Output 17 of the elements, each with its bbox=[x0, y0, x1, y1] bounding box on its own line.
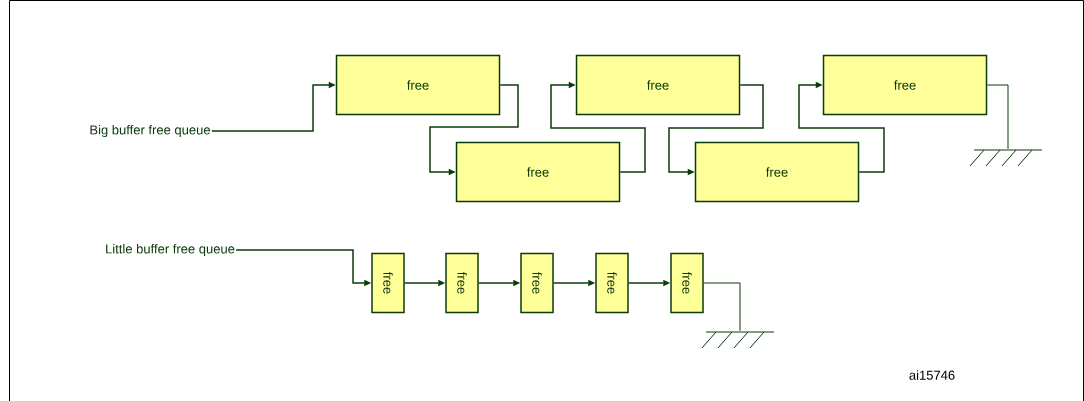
buffer-box: free bbox=[670, 252, 704, 314]
buffer-box: free bbox=[822, 54, 988, 116]
figure-code: ai15746 bbox=[909, 370, 955, 380]
buffer-box: free bbox=[595, 252, 629, 314]
buffer-box: free bbox=[445, 252, 479, 314]
buffer-box: free bbox=[371, 252, 405, 314]
arrow bbox=[798, 81, 885, 173]
queue-label: Little buffer free queue bbox=[106, 243, 235, 257]
buffer-box: free bbox=[575, 54, 741, 116]
buffer-box: free bbox=[694, 141, 860, 203]
arrow bbox=[550, 81, 646, 173]
ground-symbol bbox=[969, 149, 1043, 167]
queue-label: Big buffer free queue bbox=[90, 124, 210, 138]
ground-symbol bbox=[701, 331, 775, 349]
buffer-box: free bbox=[455, 141, 621, 203]
buffer-box: free bbox=[520, 252, 554, 314]
buffer-box: free bbox=[335, 54, 501, 116]
